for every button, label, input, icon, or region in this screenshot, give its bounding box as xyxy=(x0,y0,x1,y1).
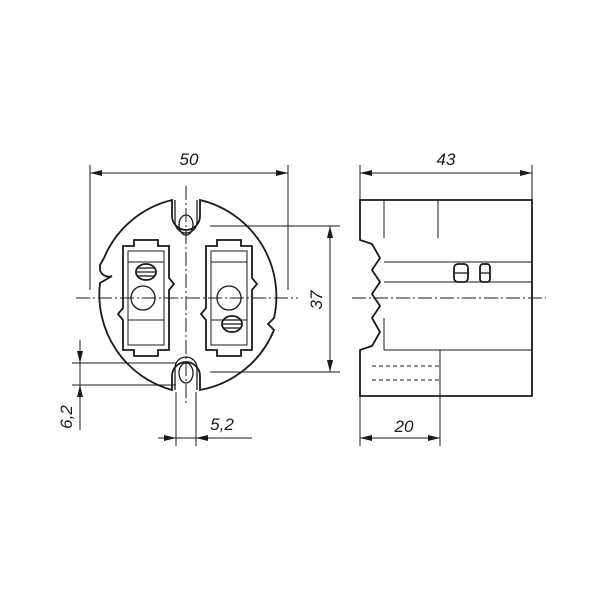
dimension-label-43: 43 xyxy=(437,150,456,169)
dimension-front-width: 50 xyxy=(89,150,289,290)
dimension-slot-offset: 6,2 xyxy=(57,340,176,430)
dimension-side-partial: 20 xyxy=(359,396,441,446)
side-body-outline xyxy=(359,199,533,397)
dimension-pin-spacing: 5,2 xyxy=(158,392,252,446)
front-body-outline xyxy=(98,198,278,392)
front-view xyxy=(76,186,298,404)
dimension-label-5-2: 5,2 xyxy=(210,415,234,434)
dimension-side-depth: 43 xyxy=(359,150,533,200)
dimension-front-height: 37 xyxy=(210,225,340,373)
side-view xyxy=(352,199,546,397)
dimension-label-20: 20 xyxy=(394,417,414,436)
dimension-label-6-2: 6,2 xyxy=(57,405,76,429)
right-contact xyxy=(199,239,259,357)
dimension-label-37: 37 xyxy=(307,290,326,309)
left-contact-screw xyxy=(135,263,157,281)
right-contact-screw xyxy=(221,315,243,333)
side-screw xyxy=(453,263,491,283)
dimension-label-50: 50 xyxy=(180,150,199,169)
left-contact xyxy=(116,239,176,357)
